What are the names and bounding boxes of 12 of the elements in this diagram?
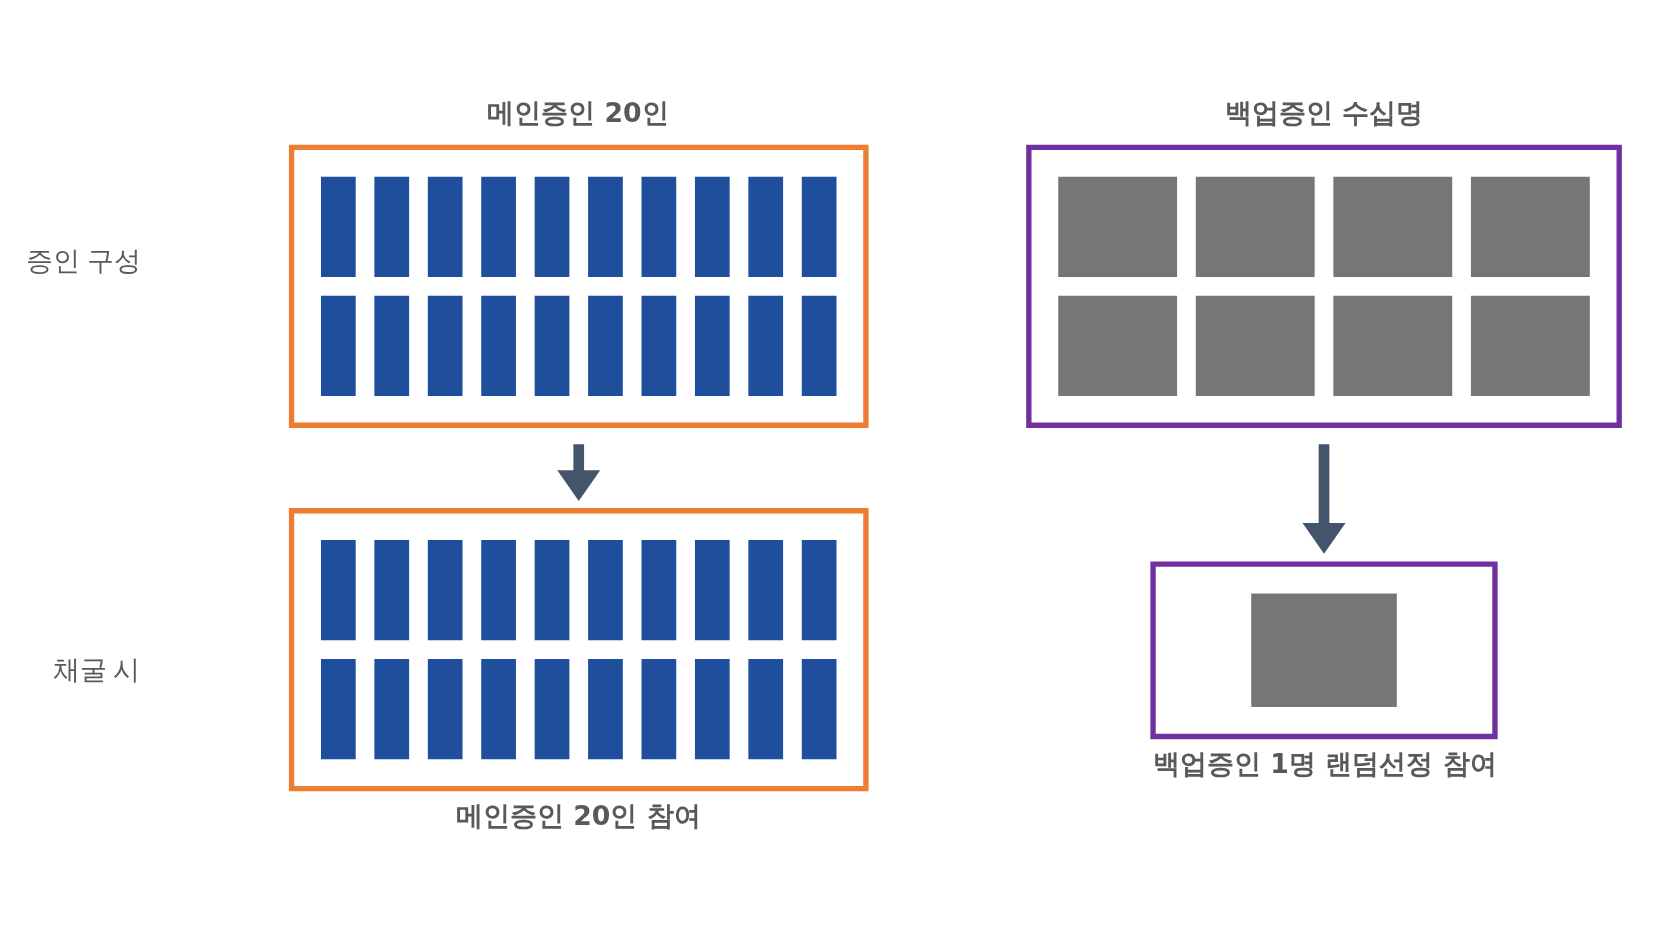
node-label: 메인증인 20인 (487, 97, 669, 129)
label: 채굴 시 (52, 655, 141, 686)
node-label: 백업증인 수십명 (1225, 97, 1424, 129)
arrow (557, 444, 601, 501)
node-box (1026, 144, 1622, 428)
label: 증인 구성 (25, 246, 141, 277)
node-box (288, 508, 869, 792)
node-label: 메인증인 20인 참여 (455, 799, 701, 831)
node-label: 백업증인 1명 랜덤선정 참여 (1153, 747, 1497, 779)
node-box (288, 144, 869, 428)
arrow (1302, 444, 1346, 554)
node-box (1150, 561, 1498, 740)
